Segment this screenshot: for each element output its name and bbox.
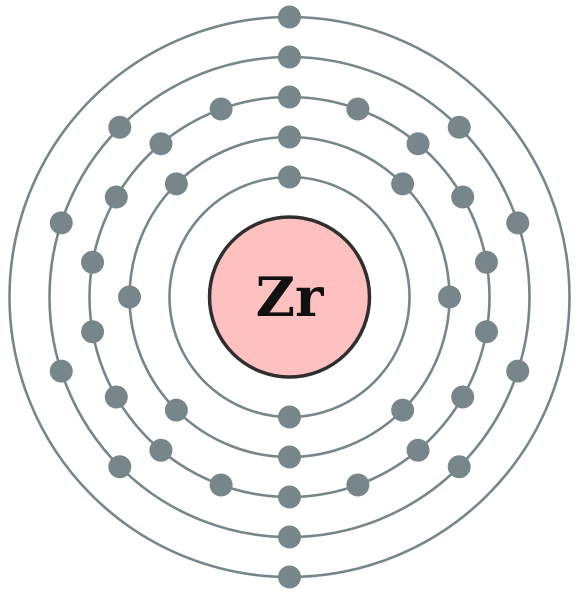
electron-shell-4-6 [278,525,301,549]
electron-shell-3-13 [104,385,128,409]
electron-shell-3-2 [346,97,370,121]
electron-shell-3-15 [81,250,105,274]
electron-shell-2-5 [278,445,301,469]
electron-shell-3-18 [209,97,233,121]
electrons [49,5,530,589]
electron-shell-3-10 [278,485,301,509]
electron-shell-2-1 [278,125,301,149]
nucleus-circle [207,215,372,379]
electron-shell-3-1 [278,85,301,109]
electron-shell-4-1 [278,45,301,69]
nucleus: Zr [207,215,372,379]
electron-shell-3-17 [149,132,173,156]
electron-shell-4-9 [49,211,73,235]
electron-shell-1-2 [278,405,301,429]
electron-shell-4-3 [506,211,530,235]
electron-shell-4-8 [49,359,73,383]
electron-shell-2-8 [164,172,188,196]
electron-shell-3-4 [451,185,475,209]
electron-shell-2-4 [391,398,415,422]
electron-shell-4-7 [108,455,132,479]
electron-shell-3-9 [346,473,370,497]
electron-shell-3-5 [474,250,498,274]
electron-shell-4-2 [447,115,471,139]
electron-shell-4-4 [506,359,530,383]
electron-shell-3-8 [406,438,430,462]
electron-shell-2-3 [438,285,461,309]
electron-shell-5-1 [278,5,301,29]
electron-shell-2-2 [391,172,415,196]
electron-shell-5-2 [278,565,301,589]
electron-shell-2-6 [164,398,188,422]
electron-shell-4-5 [447,455,471,479]
electron-shell-3-12 [149,438,173,462]
electron-shell-3-3 [406,132,430,156]
electron-shell-3-11 [209,473,233,497]
electron-shell-4-10 [108,115,132,139]
electron-shell-3-7 [451,385,475,409]
electron-shell-2-7 [118,285,141,309]
electron-shell-3-6 [474,320,498,344]
electron-shell-1-1 [278,165,301,189]
electron-shell-3-16 [104,185,128,209]
element-symbol: Zr [256,265,324,329]
electron-shell-3-14 [81,320,105,344]
